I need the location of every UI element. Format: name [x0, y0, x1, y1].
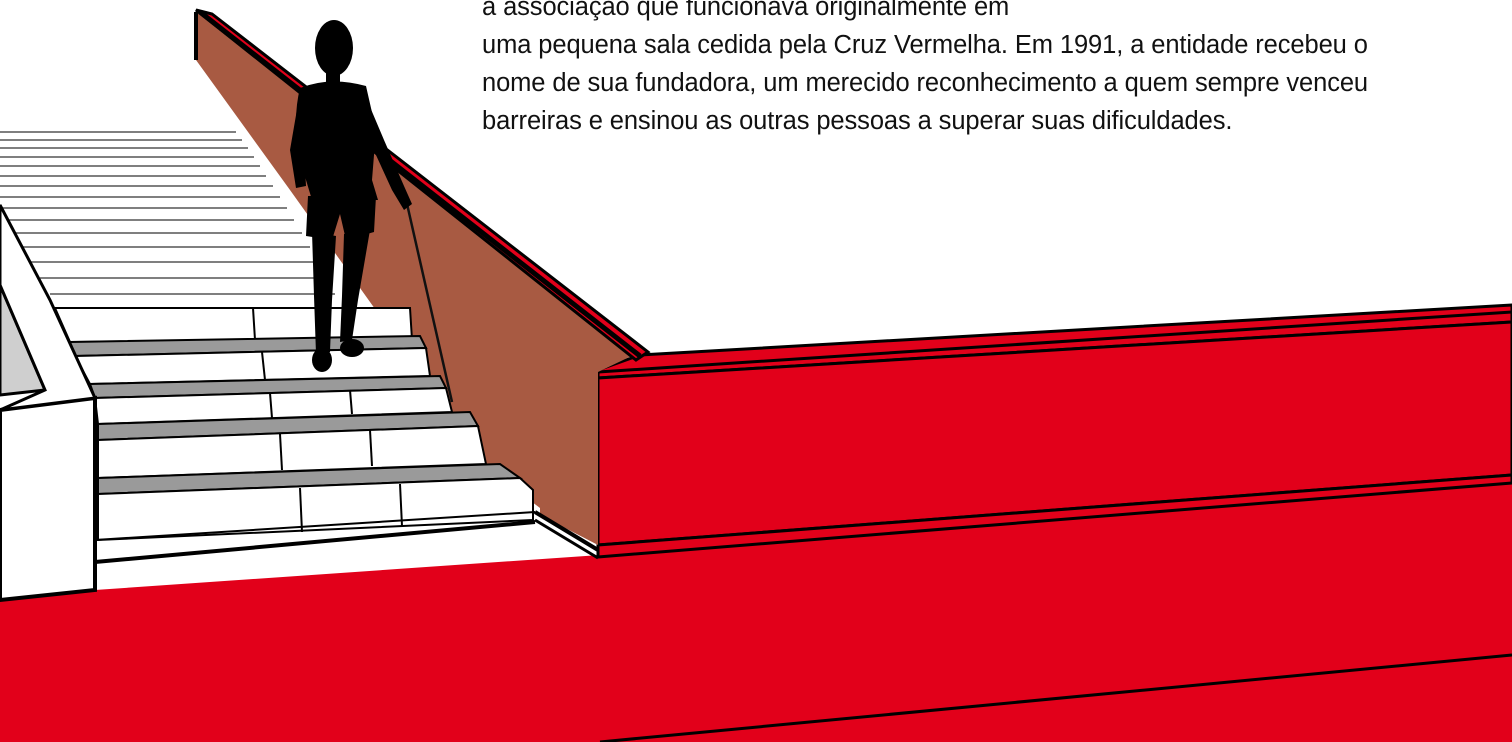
upper-steps [0, 130, 335, 300]
paragraph-line: a associação que funcionava originalment… [482, 0, 1010, 21]
red-floor [0, 480, 1512, 742]
paragraph-line: nome de sua fundadora, um merecido recon… [482, 69, 1369, 97]
stairs-bottom-edge [94, 520, 536, 564]
white-cane [403, 194, 454, 403]
left-stair-side [0, 204, 98, 412]
wall-base-ledge [596, 473, 1512, 559]
side-wall-bottom [533, 510, 600, 552]
left-base-block [0, 395, 97, 603]
handrail-line [198, 10, 642, 358]
paragraph-text: a associação que funcionava originalment… [482, 0, 1369, 140]
paragraph-line: uma pequena sala cedida pela Cruz Vermel… [482, 31, 1368, 59]
floor-bottom-edge [599, 653, 1512, 742]
side-wall-bottom-2 [534, 518, 599, 560]
paragraph-line: barreiras e ensinou as outras pessoas a … [482, 107, 1233, 135]
blind-person-silhouette-icon [290, 20, 412, 372]
wall-top-line [597, 310, 1512, 374]
stairs-bottom-edge-2 [94, 511, 536, 541]
